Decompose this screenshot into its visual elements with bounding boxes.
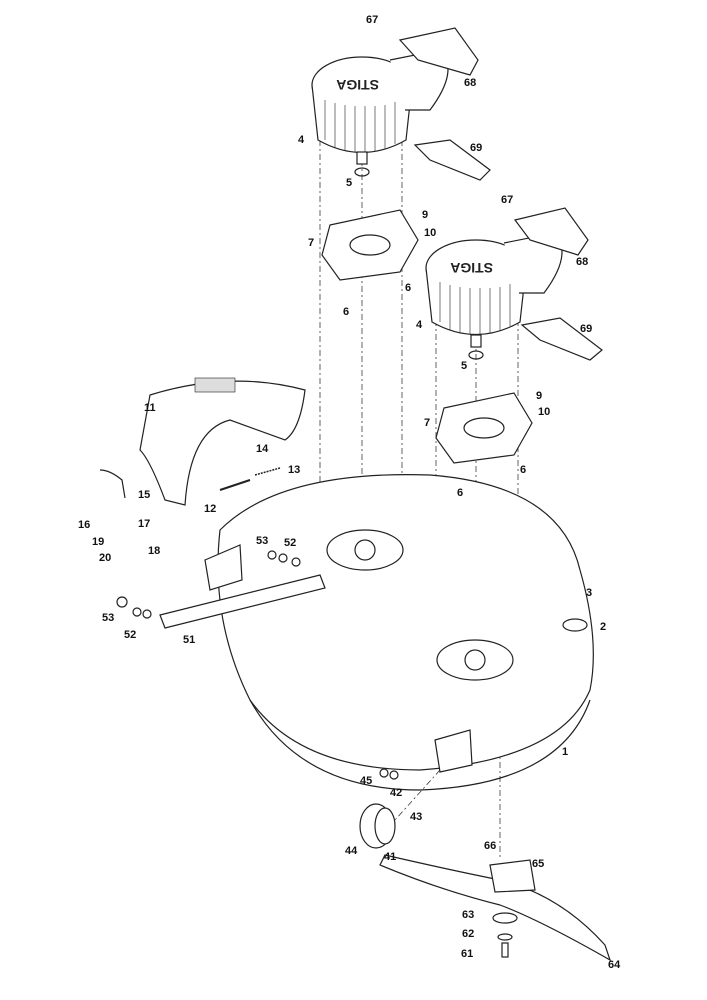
callout-52: 52 — [284, 537, 297, 549]
callout-15: 15 — [138, 489, 151, 501]
flange-lower — [435, 392, 533, 464]
stiga-logo: STIGA — [336, 77, 379, 93]
callout-9: 9 — [422, 209, 429, 221]
lever-arm — [159, 574, 326, 629]
callout-7: 7 — [424, 417, 431, 429]
callout-6: 6 — [520, 464, 527, 476]
callout-45: 45 — [360, 775, 373, 787]
callout-2: 2 — [600, 621, 607, 633]
grass-deflector — [139, 380, 306, 506]
callout-6: 6 — [457, 487, 464, 499]
callout-11: 11 — [144, 402, 156, 414]
callout-4: 4 — [298, 134, 305, 146]
callout-6: 6 — [405, 282, 412, 294]
callout-51: 51 — [183, 634, 196, 646]
callout-62: 62 — [462, 928, 475, 940]
cutting-deck — [217, 474, 594, 791]
callout-5: 5 — [346, 177, 353, 189]
callout-67: 67 — [501, 194, 514, 206]
callout-53: 53 — [256, 535, 269, 547]
callout-10: 10 — [538, 406, 551, 418]
callout-52: 52 — [124, 629, 137, 641]
callout-41: 41 — [384, 851, 397, 863]
callout-63: 63 — [462, 909, 475, 921]
callout-17: 17 — [138, 518, 151, 530]
callout-1: 1 — [562, 746, 569, 758]
callout-43: 43 — [410, 811, 423, 823]
svg-text:STIGA: STIGA — [450, 260, 493, 276]
callout-68: 68 — [464, 77, 477, 89]
callout-65: 65 — [532, 858, 545, 870]
callout-12: 12 — [204, 503, 217, 515]
callout-13: 13 — [288, 464, 301, 476]
callout-14: 14 — [256, 443, 269, 455]
callout-66: 66 — [484, 840, 497, 852]
callout-4: 4 — [416, 319, 423, 331]
callout-69: 69 — [470, 142, 483, 154]
motor-housing-lower: STIGA — [425, 232, 563, 360]
callout-61: 61 — [461, 948, 474, 960]
blade — [379, 854, 612, 962]
callout-16: 16 — [78, 519, 91, 531]
callout-7: 7 — [308, 237, 315, 249]
callout-20: 20 — [99, 552, 112, 564]
callout-3: 3 — [586, 587, 593, 599]
blade-hub — [489, 859, 536, 893]
callout-64: 64 — [608, 959, 621, 971]
callout-19: 19 — [92, 536, 105, 548]
motor-housing-upper: STIGA — [311, 49, 449, 177]
callout-69: 69 — [580, 323, 593, 335]
covers — [398, 27, 603, 361]
callout-9: 9 — [536, 390, 543, 402]
callout-18: 18 — [148, 545, 161, 557]
callout-42: 42 — [390, 787, 403, 799]
callout-53: 53 — [102, 612, 115, 624]
callout-5: 5 — [461, 360, 468, 372]
flange-upper — [321, 209, 419, 281]
callout-68: 68 — [576, 256, 589, 268]
callout-44: 44 — [345, 845, 358, 857]
callout-6: 6 — [343, 306, 350, 318]
callout-67: 67 — [366, 14, 379, 26]
callout-10: 10 — [424, 227, 437, 239]
